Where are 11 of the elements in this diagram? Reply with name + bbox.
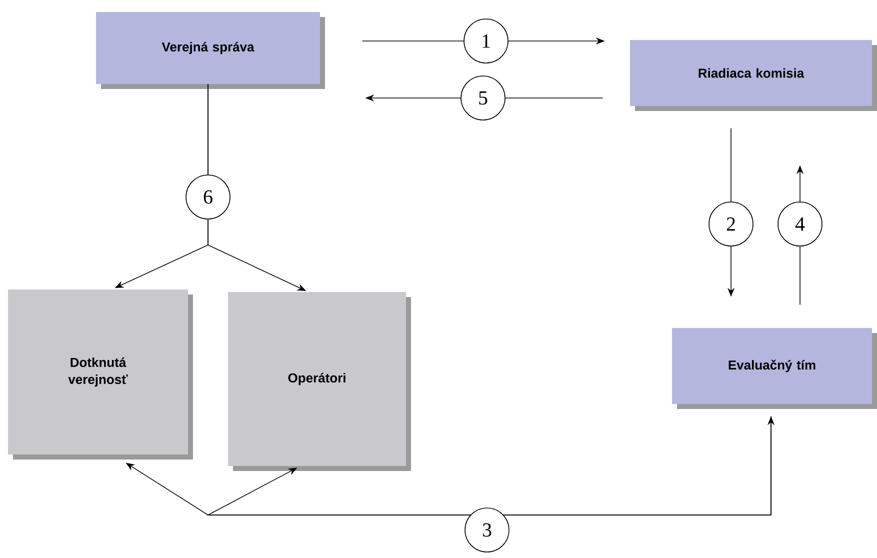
box: Operátori	[228, 292, 411, 471]
box: Riadiaca komisia	[630, 40, 877, 111]
edge-label: 6	[186, 174, 230, 220]
edge-label: 3	[464, 508, 510, 552]
edge-label: 5	[460, 76, 506, 120]
edge-label: 2	[708, 202, 754, 246]
edge-label: 1	[464, 18, 508, 64]
box: Verejná správa	[96, 12, 325, 89]
box: Dotknutá verejnosť	[8, 290, 193, 460]
box: Evaluačný tím	[672, 328, 877, 409]
edge-label: 4	[778, 202, 822, 246]
